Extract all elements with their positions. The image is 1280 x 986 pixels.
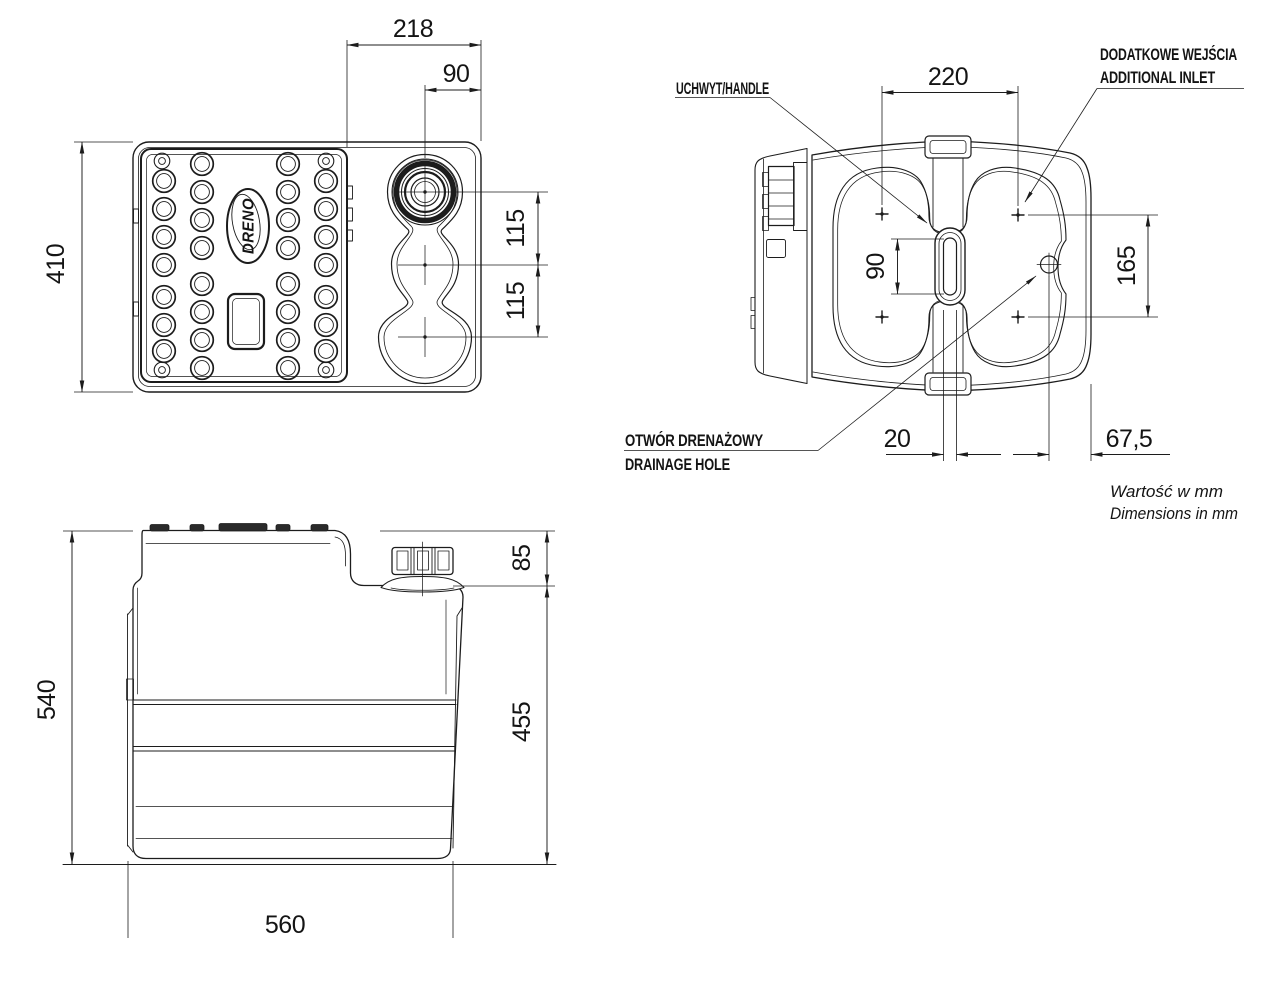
units-note: Wartość w mm Dimensions in mm <box>1110 483 1238 523</box>
side-skirt <box>750 147 808 385</box>
bottom-recess-outline <box>832 166 1067 368</box>
lid-panel <box>140 148 348 383</box>
units-note-en: Dimensions in mm <box>1110 505 1238 523</box>
pump-recess-outline <box>377 153 473 385</box>
lid-access-square <box>226 292 266 351</box>
inlet-label-pl: DODATKOWE WEJŚCIA <box>1100 45 1237 64</box>
dim-20: 20 <box>884 310 1001 461</box>
dim-560: 560 <box>127 861 454 939</box>
inlet-cross-icon <box>875 207 889 221</box>
skirt-detail-square <box>766 239 786 258</box>
dim-67-5-value: 67,5 <box>1106 425 1153 453</box>
dim-220: 220 <box>881 63 1019 206</box>
lid-panel-inner <box>146 154 342 377</box>
handle-channel <box>932 157 964 373</box>
tank-top-outline <box>132 141 482 393</box>
bottom-view: UCHWYT/HANDLE DODATKOWE WEJŚCIA ADDITION… <box>624 45 1244 523</box>
handle-label-text: UCHWYT/HANDLE <box>676 80 769 98</box>
dim-165-value: 165 <box>1113 246 1141 286</box>
inlet-cross-icon <box>1011 310 1025 324</box>
dim-410: 410 <box>42 141 133 393</box>
dim-560-value: 560 <box>265 911 305 939</box>
drain-label-pl: OTWÓR DRENAŻOWY <box>625 431 763 450</box>
lid-vent-rings <box>151 151 339 381</box>
dim-90-bottom-value: 90 <box>862 253 890 280</box>
dim-218-value: 218 <box>393 15 433 43</box>
dim-540: 540 <box>33 530 133 865</box>
dim-165: 165 <box>1028 214 1158 318</box>
dreno-logo: DRENO <box>226 188 270 264</box>
screw-icon <box>153 152 171 170</box>
handle <box>934 227 966 306</box>
inlet-cap-side <box>380 541 465 597</box>
screw-icon <box>153 361 171 379</box>
tank-top-inner-outline <box>138 147 476 387</box>
label-drainage-hole: OTWÓR DRENAŻOWY DRAINAGE HOLE <box>624 275 1037 474</box>
dim-67-5: 67,5 <box>1013 276 1170 461</box>
dim-220-value: 220 <box>928 63 968 91</box>
side-top-tabs <box>149 523 329 532</box>
lid-corner-screws <box>153 152 335 379</box>
label-handle: UCHWYT/HANDLE <box>675 80 928 224</box>
dim-115-lower-value: 115 <box>502 282 530 320</box>
top-view: DRENO <box>42 15 548 393</box>
units-note-pl: Wartość w mm <box>1110 483 1223 501</box>
inlet-label-en: ADDITIONAL INLET <box>1100 69 1215 87</box>
lid-access-square-inner <box>232 298 260 345</box>
dim-85-value: 85 <box>508 545 536 572</box>
dim-85: 85 <box>380 530 555 587</box>
dim-218: 218 <box>346 15 482 147</box>
dim-455-value: 455 <box>508 702 536 742</box>
lid-edge-tabs <box>133 185 353 317</box>
inlet-cross-icon <box>1011 208 1025 222</box>
dim-90-bottom: 90 <box>862 238 944 295</box>
screw-icon <box>317 152 335 170</box>
inlet-cross-icon <box>875 310 889 324</box>
dreno-logo-text: DRENO <box>241 198 258 254</box>
screw-icon <box>317 361 335 379</box>
dim-20-value: 20 <box>884 425 911 453</box>
dim-90-top: 90 <box>424 60 482 158</box>
dim-115-chain: 115 115 <box>502 191 541 338</box>
centerlines-top-view <box>396 162 548 357</box>
drain-label-en: DRAINAGE HOLE <box>625 456 730 474</box>
dim-90-top-value: 90 <box>443 60 470 88</box>
tank-side-outline <box>132 529 464 860</box>
dim-410-value: 410 <box>42 244 70 284</box>
side-detail-lines <box>126 536 463 853</box>
drainage-hole <box>1036 252 1062 277</box>
dim-540-value: 540 <box>33 680 61 720</box>
side-view: 540 85 455 560 <box>33 523 557 939</box>
label-additional-inlet: DODATKOWE WEJŚCIA ADDITIONAL INLET <box>1024 45 1244 203</box>
dim-115-upper-value: 115 <box>502 209 530 247</box>
dim-455: 455 <box>508 585 550 865</box>
clip-tabs <box>924 135 972 396</box>
